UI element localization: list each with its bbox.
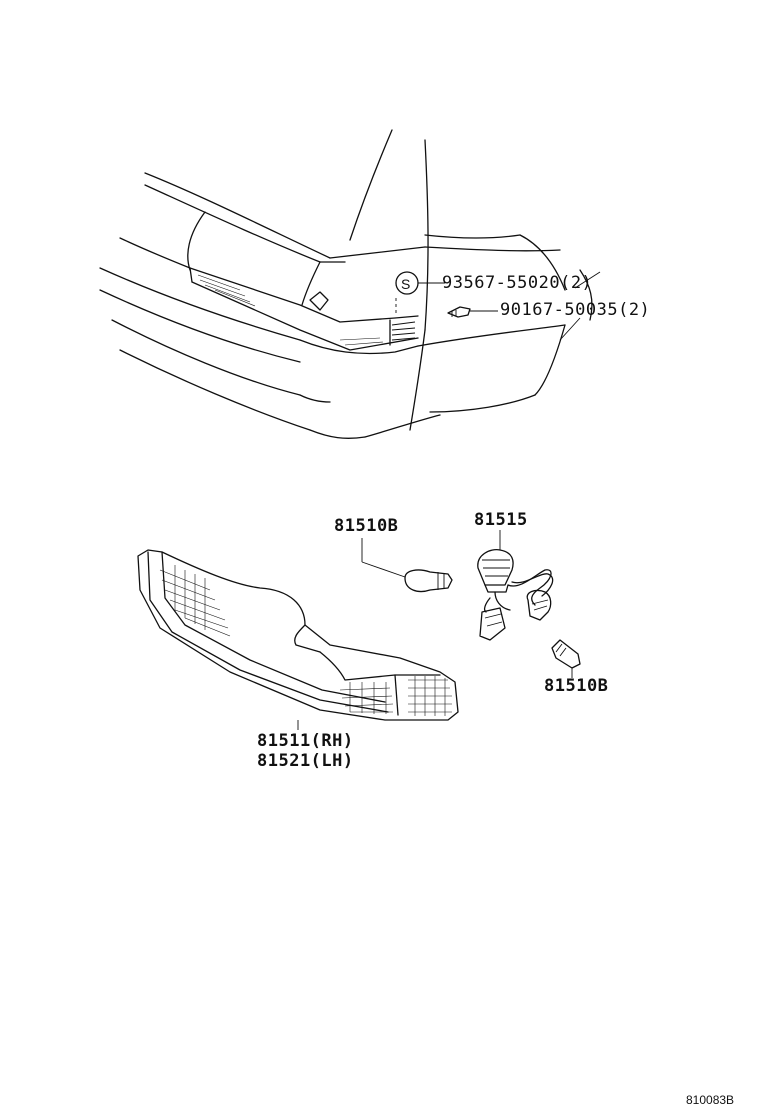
- clip-part-number: 90167-50035(2): [500, 300, 650, 320]
- bulb-lower-icon: [551, 639, 581, 678]
- lamp-lh-part-number: 81521(LH): [257, 751, 354, 771]
- lamp-rh-part-number: 81511(RH): [257, 731, 354, 751]
- screw-part-number: 93567-55020(2): [442, 273, 592, 293]
- socket-harness-icon: [477, 530, 554, 641]
- upper-leader-lines: [418, 282, 498, 312]
- svg-text:S: S: [401, 276, 410, 292]
- screw-marker: S: [395, 271, 419, 295]
- bulb-upper-icon: [361, 538, 453, 593]
- clip-icon: [447, 306, 471, 318]
- socket-part-number: 81515: [474, 510, 528, 530]
- car-body-illustration: [99, 129, 593, 439]
- bulb-lower-part-number: 81510B: [544, 676, 608, 696]
- bulb-upper-part-number: 81510B: [334, 516, 398, 536]
- diagram-code: 810083B: [686, 1093, 734, 1107]
- turn-signal-lamp: [137, 549, 459, 721]
